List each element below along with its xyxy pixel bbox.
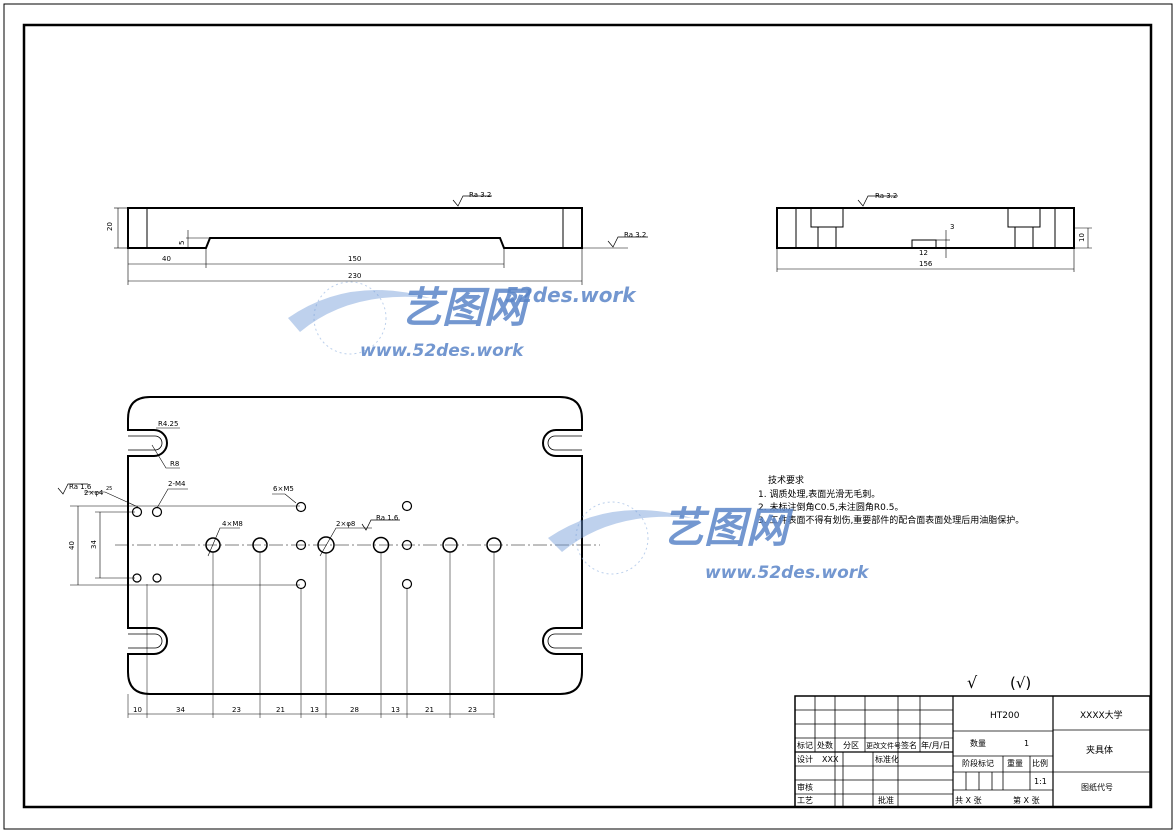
- outer-frame: [3, 3, 1173, 830]
- watermark-brand-1: 艺图网: [400, 283, 532, 332]
- roughness-hole-mid: Ra 1.6: [376, 514, 399, 522]
- tb-row-label-3: 分区: [843, 741, 859, 750]
- side-view: [776, 195, 1092, 272]
- plan-label-m5: 6×M5: [273, 485, 294, 493]
- dim-side-width: 156: [919, 260, 933, 268]
- roughness-side: Ra 3.2: [624, 231, 646, 239]
- tb-school: XXXX大学: [1080, 709, 1123, 721]
- dim-front-height: 20: [106, 222, 114, 231]
- roughness-hole-left: Ra 1.6: [69, 483, 92, 491]
- tech-item-1: 1. 调质处理,表面光滑无毛刺。: [758, 488, 880, 500]
- bottom-dim-8: 21: [425, 706, 434, 714]
- roughness-general-symbol: √: [967, 673, 978, 692]
- plan-label-h1: 2×φ4: [84, 489, 104, 497]
- title-block: [794, 695, 1151, 808]
- tech-item-2: 2. 未标注倒角C0.5,未注圆角R0.5。: [758, 501, 903, 513]
- tb-row-label-5: 签名: [901, 740, 917, 750]
- tb-row-label-2: 处数: [817, 740, 833, 750]
- plan-label-m8: 4×M8: [222, 520, 243, 528]
- tb-review-label: 审核: [797, 782, 813, 792]
- inner-frame: [22, 23, 1153, 809]
- tb-row-label-6: 年/月/日: [921, 740, 950, 750]
- title-block-text: HT200 XXXX大学 夹具体 数量 1 阶段标记 重量 比例 1:1 图纸代…: [797, 709, 1123, 805]
- bottom-dim-9: 23: [468, 706, 477, 714]
- plan-label-pin: 2×φ8: [336, 520, 355, 528]
- tech-title: 技术要求: [768, 474, 804, 486]
- tb-qty-label: 数量: [970, 738, 986, 748]
- dim-front-left: 40: [162, 255, 171, 263]
- watermark-1: 艺图网 52des.work www.52des.work: [288, 281, 637, 361]
- bottom-dim-1: 10: [133, 706, 142, 714]
- plan-label-v34: 34: [90, 540, 98, 549]
- watermark-brand-2: 艺图网: [662, 503, 794, 552]
- bottom-dim-2: 34: [176, 706, 185, 714]
- front-view: [114, 195, 648, 285]
- dim-side-height: 10: [1078, 233, 1086, 242]
- tb-standard-label: 标准化: [875, 754, 899, 764]
- tb-scale-label: 比例: [1032, 758, 1048, 768]
- tb-process-label: 工艺: [797, 796, 813, 805]
- tb-scale: 1:1: [1034, 777, 1047, 786]
- tb-row-label-4: 更改文件号: [866, 741, 901, 750]
- watermark-2: 艺图网 www.52des.work: [548, 501, 870, 583]
- bottom-dim-5: 13: [310, 706, 319, 714]
- plan-label-tol: 25: [106, 486, 112, 492]
- watermark-url-3: www.52des.work: [705, 563, 870, 583]
- dim-side-slot: 12: [919, 249, 928, 257]
- plan-label-v40: 40: [68, 541, 76, 550]
- plan-view: [57, 396, 600, 718]
- plan-label-m4: 2-M4: [168, 480, 186, 488]
- tb-approve-label: 批准: [878, 795, 894, 805]
- roughness-right: Ra 3.2: [875, 192, 897, 200]
- bottom-dim-3: 23: [232, 706, 241, 714]
- tb-weight-label: 重量: [1007, 758, 1023, 768]
- roughness-main: Ra 3.2: [469, 191, 491, 199]
- tb-code-label: 图纸代号: [1081, 782, 1113, 792]
- tb-qty: 1: [1024, 739, 1029, 748]
- plan-label-r1: R4.25: [158, 420, 178, 428]
- dim-front-total: 230: [348, 272, 361, 280]
- watermark-url-1: 52des.work: [505, 283, 637, 307]
- bottom-dim-4: 21: [276, 706, 285, 714]
- watermark-url-2: www.52des.work: [360, 341, 525, 361]
- tb-stage-label: 阶段标记: [962, 758, 994, 768]
- bottom-dim-7: 13: [391, 706, 400, 714]
- bottom-dims: 10 34 23 21 13 28 13 21 23: [133, 706, 477, 714]
- dim-front-slot: 150: [348, 255, 361, 263]
- tech-requirements: 技术要求 1. 调质处理,表面光滑无毛刺。 2. 未标注倒角C0.5,未注圆角R…: [758, 474, 1024, 526]
- dim-side-depth: 3: [950, 223, 954, 231]
- tb-material: HT200: [990, 711, 1020, 721]
- tb-sheets-total: 共 X 张: [955, 796, 982, 805]
- tech-item-3: 3. 工件表面不得有划伤,重要部件的配合面表面处理后用油脂保护。: [758, 514, 1024, 526]
- tb-part-name: 夹具体: [1086, 744, 1113, 756]
- tb-designer: XXX: [822, 755, 839, 764]
- roughness-general-paren: (√): [1010, 674, 1031, 692]
- tb-sheet-no: 第 X 张: [1013, 795, 1040, 805]
- plan-label-r2: R8: [170, 460, 179, 468]
- bottom-dim-6: 28: [350, 706, 359, 714]
- dim-front-step: 5: [178, 241, 186, 245]
- tb-row-label-1: 标记: [797, 740, 813, 750]
- tb-design-label: 设计: [797, 754, 813, 764]
